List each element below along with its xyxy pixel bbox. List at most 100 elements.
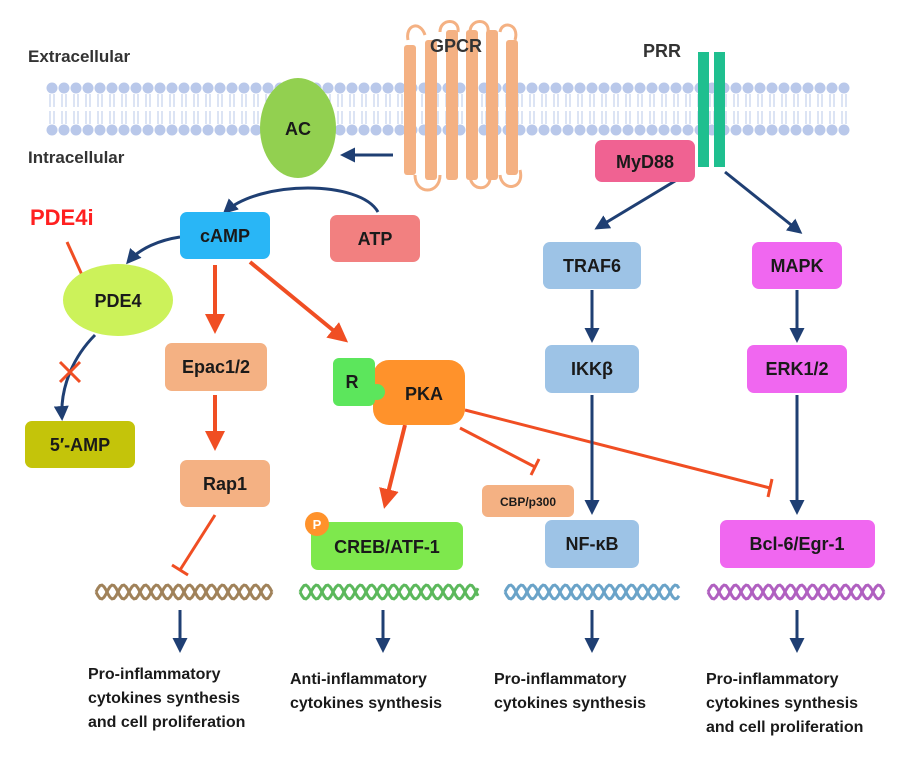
lipid-head-outer xyxy=(322,82,334,94)
lipid-head-inner xyxy=(334,124,346,136)
node-mapk: MAPK xyxy=(752,242,842,289)
lipid-head-outer xyxy=(358,82,370,94)
node-creb-label: CREB/ATF-1 xyxy=(334,537,440,557)
lipid-head-outer xyxy=(46,82,58,94)
lipid-head-inner xyxy=(190,124,202,136)
lipid-head-inner xyxy=(682,124,694,136)
lipid-head-outer xyxy=(154,82,166,94)
lipid-head-outer xyxy=(190,82,202,94)
svg-text:cAMP: cAMP xyxy=(200,226,250,246)
lipid-head-outer xyxy=(202,82,214,94)
lipid-head-outer xyxy=(94,82,106,94)
outcome-col2-line1: Anti-inflammatory xyxy=(290,671,427,688)
atp-to-camp-arrow xyxy=(222,186,380,215)
lipid-head-inner xyxy=(202,124,214,136)
svg-text:Epac1/2: Epac1/2 xyxy=(182,357,250,377)
lipid-head-inner xyxy=(118,124,130,136)
lipid-head-outer xyxy=(658,82,670,94)
svg-text:MAPK: MAPK xyxy=(771,256,824,276)
node-r-label: R xyxy=(346,372,359,392)
lipid-head-outer xyxy=(586,82,598,94)
lipid-head-outer xyxy=(682,82,694,94)
lipid-head-outer xyxy=(526,82,538,94)
lipid-head-outer xyxy=(802,82,814,94)
connectors xyxy=(53,147,805,653)
lipid-head-inner xyxy=(802,124,814,136)
extracellular-label: Extracellular xyxy=(28,47,130,66)
dna-strand-2 xyxy=(298,583,480,601)
node-ikkb: IKKβ xyxy=(545,345,639,393)
lipid-head-outer xyxy=(742,82,754,94)
gpcr-receptor xyxy=(404,20,523,192)
lipid-head-outer xyxy=(622,82,634,94)
svg-text:5′-AMP: 5′-AMP xyxy=(50,435,110,455)
lipid-head-inner xyxy=(238,124,250,136)
outcome-col4: Pro-inflammatory cytokines synthesis and… xyxy=(706,671,863,736)
lipid-head-inner xyxy=(766,124,778,136)
lipid-head-outer xyxy=(214,82,226,94)
rap1-inhibition xyxy=(171,514,217,577)
lipid-head-outer xyxy=(142,82,154,94)
svg-text:NF-κB: NF-κB xyxy=(565,534,618,554)
lipid-head-outer xyxy=(226,82,238,94)
node-creb: P CREB/ATF-1 xyxy=(305,512,463,570)
dna-strand-1 xyxy=(94,583,274,601)
node-nfkb: NF-κB xyxy=(545,520,639,568)
node-rap1: Rap1 xyxy=(180,460,270,507)
node-traf6: TRAF6 xyxy=(543,242,641,289)
lipid-head-inner xyxy=(838,124,850,136)
node-cbp: CBP/p300 xyxy=(482,485,574,517)
lipid-head-outer xyxy=(82,82,94,94)
node-pka-label: PKA xyxy=(405,384,443,404)
lipid-head-outer xyxy=(670,82,682,94)
lipid-head-inner xyxy=(250,124,262,136)
lipid-head-outer xyxy=(166,82,178,94)
dna-strand-3 xyxy=(503,583,681,601)
lipid-head-inner xyxy=(226,124,238,136)
dna-strand-4 xyxy=(706,583,886,601)
lipid-head-inner xyxy=(574,124,586,136)
phospho-label: P xyxy=(313,517,322,532)
lipid-head-outer xyxy=(238,82,250,94)
lipid-head-outer xyxy=(130,82,142,94)
lipid-head-outer xyxy=(730,82,742,94)
svg-text:Rap1: Rap1 xyxy=(203,474,247,494)
node-epac: Epac1/2 xyxy=(165,343,267,391)
lipid-head-inner xyxy=(166,124,178,136)
lipid-head-inner xyxy=(730,124,742,136)
lipid-head-inner xyxy=(742,124,754,136)
lipid-head-outer xyxy=(106,82,118,94)
svg-text:MyD88: MyD88 xyxy=(616,152,674,172)
lipid-head-inner xyxy=(370,124,382,136)
svg-text:TRAF6: TRAF6 xyxy=(563,256,621,276)
outcome-col3: Pro-inflammatory cytokines synthesis xyxy=(494,671,646,712)
camp-to-pka-arrow xyxy=(248,260,349,343)
prr-receptor xyxy=(698,52,725,167)
lipid-head-outer xyxy=(346,82,358,94)
lipid-head-outer xyxy=(574,82,586,94)
svg-text:AC: AC xyxy=(285,119,311,139)
node-bcl6: Bcl-6/Egr-1 xyxy=(720,520,875,568)
lipid-head-inner xyxy=(94,124,106,136)
pde4i-inhibitor-label: PDE4i xyxy=(30,205,94,230)
lipid-head-inner xyxy=(814,124,826,136)
dna-strand-2 xyxy=(298,583,480,601)
lipid-head-inner xyxy=(754,124,766,136)
lipid-head-outer xyxy=(70,82,82,94)
lipid-head-outer xyxy=(118,82,130,94)
lipid-head-outer xyxy=(766,82,778,94)
lipid-head-outer xyxy=(382,82,394,94)
outcome-col3-line1: Pro-inflammatory xyxy=(494,671,627,688)
lipid-head-outer xyxy=(814,82,826,94)
dna-strand-3 xyxy=(503,583,681,601)
lipid-head-inner xyxy=(622,124,634,136)
outcome-col2: Anti-inflammatory cytokines synthesis xyxy=(290,671,442,712)
node-pde4: PDE4 xyxy=(63,264,173,336)
blocked-cross-mark xyxy=(58,360,82,384)
node-myd88: MyD88 xyxy=(595,140,695,182)
outcome-col1-line2: cytokines synthesis xyxy=(88,690,240,707)
lipid-head-inner xyxy=(58,124,70,136)
node-erk: ERK1/2 xyxy=(747,345,847,393)
lipid-head-inner xyxy=(394,124,406,136)
